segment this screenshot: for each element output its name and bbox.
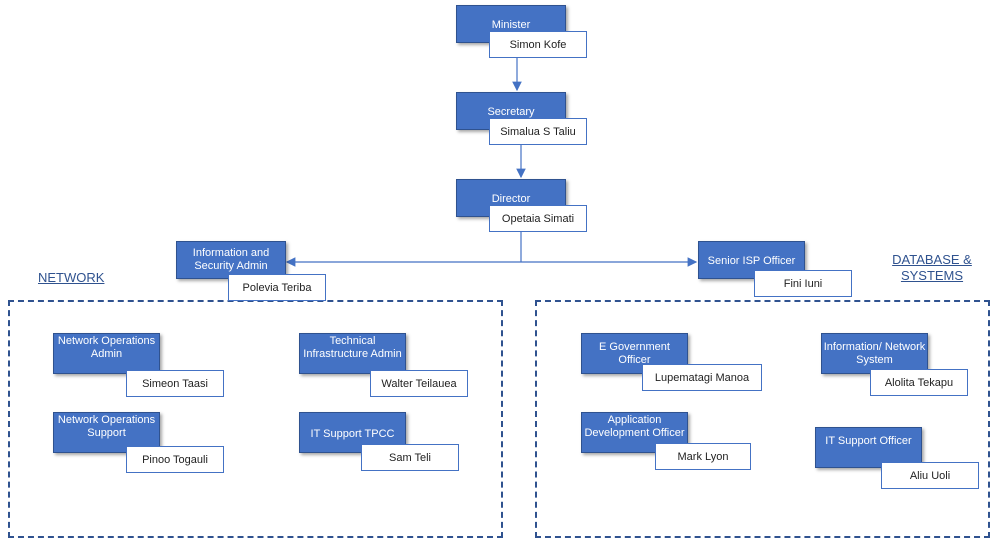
- it-support-officer-box: IT Support Officer: [815, 427, 922, 468]
- net-ops-support-name: Pinoo Togauli: [126, 446, 224, 473]
- minister-box: Minister: [456, 5, 566, 43]
- tech-infra-admin-box: Technical Infrastructure Admin: [299, 333, 406, 374]
- senior-isp-name: Fini Iuni: [754, 270, 852, 297]
- e-gov-officer-name: Lupematagi Manoa: [642, 364, 762, 391]
- info-security-name: Polevia Teriba: [228, 274, 326, 301]
- net-ops-admin-name: Simeon Taasi: [126, 370, 224, 397]
- minister-name: Simon Kofe: [489, 31, 587, 58]
- director-name: Opetaia Simati: [489, 205, 587, 232]
- database-systems-group-label: DATABASE & SYSTEMS: [892, 252, 972, 283]
- tech-infra-admin-name: Walter Teilauea: [370, 370, 468, 397]
- it-support-officer-name: Aliu Uoli: [881, 462, 979, 489]
- secretary-name: Simalua S Taliu: [489, 118, 587, 145]
- it-support-tpcc-box: IT Support TPCC: [299, 412, 406, 453]
- database-systems-group: [535, 300, 990, 538]
- net-ops-admin-box: Network Operations Admin: [53, 333, 160, 374]
- app-dev-officer-name: Mark Lyon: [655, 443, 751, 470]
- it-support-tpcc-name: Sam Teli: [361, 444, 459, 471]
- senior-isp-box: Senior ISP Officer: [698, 241, 805, 279]
- network-group: [8, 300, 503, 538]
- info-network-system-box: Information/ Network System: [821, 333, 928, 374]
- info-network-system-name: Alolita Tekapu: [870, 369, 968, 396]
- e-gov-officer-box: E Government Officer: [581, 333, 688, 374]
- info-security-box: Information and Security Admin: [176, 241, 286, 279]
- network-group-label: NETWORK: [38, 270, 105, 285]
